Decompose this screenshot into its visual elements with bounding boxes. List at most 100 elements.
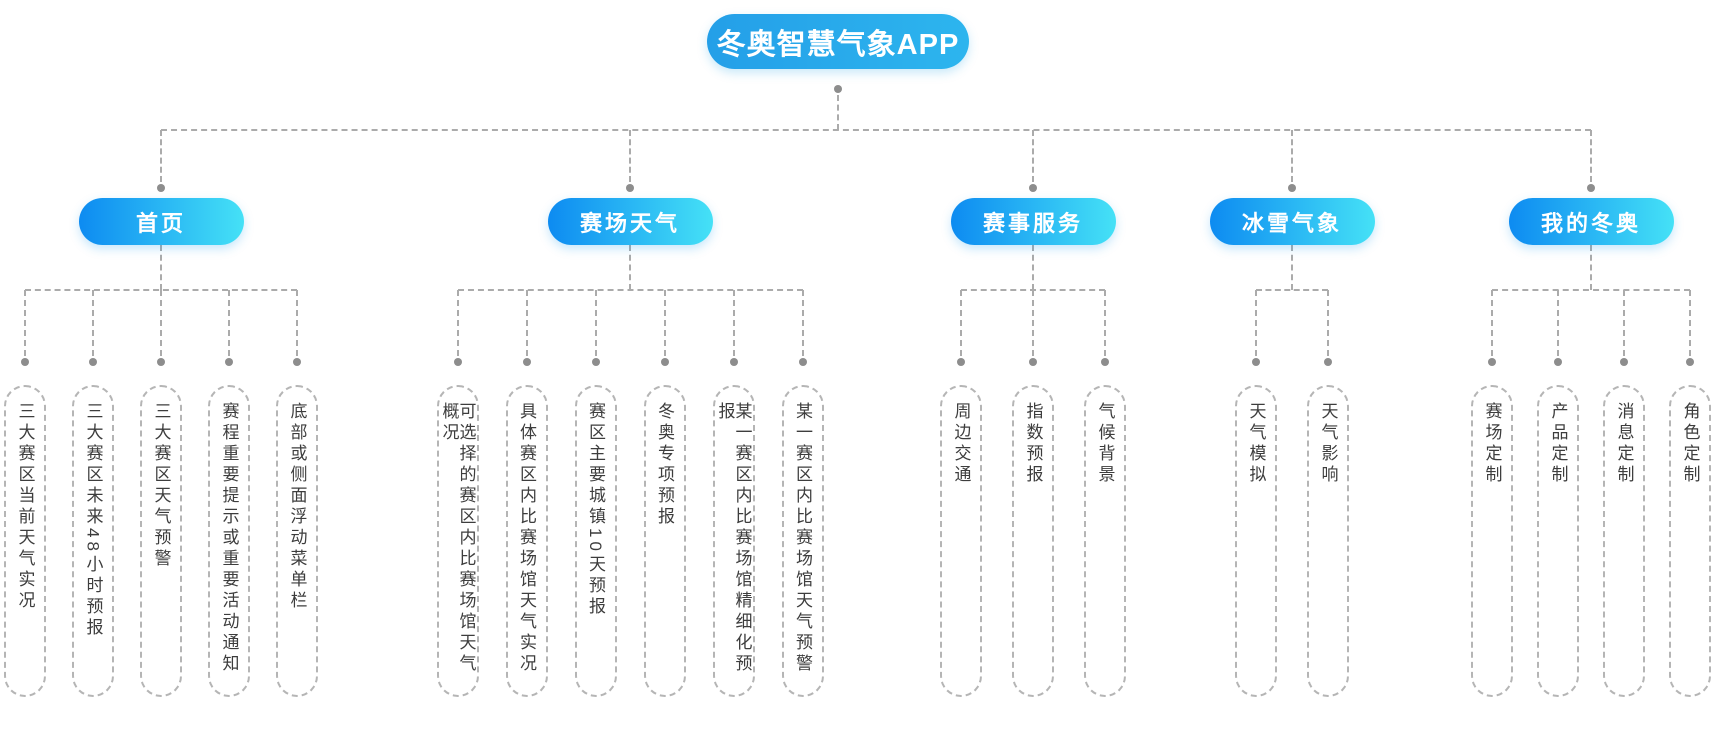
branch-to-leaves-line	[1291, 245, 1293, 290]
leaf-drop-line	[1689, 290, 1691, 356]
leaf-connector-dot	[1620, 358, 1628, 366]
branch-node-label: 首页	[135, 210, 186, 236]
branch-to-leaves-line	[160, 245, 162, 290]
leaf-node-label: 产品定制	[1548, 402, 1568, 486]
leaf-node-1-3[interactable]: 冬奥专项预报	[643, 385, 686, 697]
leaf-node-1-1[interactable]: 具体赛区内比赛场馆天气实况	[505, 385, 548, 697]
leaf-node-label: 可选择的赛区内比赛场馆天气概况	[439, 402, 476, 675]
leaf-node-label: 某一赛区内比赛场馆精细化预报	[715, 402, 752, 675]
leaf-connector-dot	[1324, 358, 1332, 366]
root-connector-dot	[834, 85, 842, 93]
branch-connector-dot	[1587, 184, 1595, 192]
leaf-drop-line	[24, 290, 26, 356]
leaf-node-label: 底部或侧面浮动菜单栏	[287, 402, 307, 612]
leaf-node-0-0[interactable]: 三大赛区当前天气实况	[4, 385, 46, 697]
leaf-node-2-0[interactable]: 周边交通	[940, 385, 982, 697]
leaf-drop-line	[1623, 290, 1625, 356]
leaf-node-4-0[interactable]: 赛场定制	[1471, 385, 1513, 697]
branch-drop-line	[629, 130, 631, 182]
leaf-connector-dot	[798, 358, 807, 366]
leaf-drop-line	[1327, 290, 1329, 356]
leaf-node-0-2[interactable]: 三大赛区天气预警	[140, 385, 182, 697]
leaf-node-label: 气候背景	[1095, 402, 1115, 486]
leaf-node-label: 三大赛区天气预警	[151, 402, 171, 570]
leaf-node-label: 天气模拟	[1246, 402, 1266, 486]
leaf-node-label: 天气影响	[1318, 402, 1338, 486]
leaf-node-label: 某一赛区内比赛场馆天气预警	[793, 402, 812, 675]
root-node[interactable]: 冬奥智慧气象APP	[707, 14, 969, 69]
root-node-label: 冬奥智慧气象APP	[716, 28, 960, 61]
branch-node-3[interactable]: 冰雪气象	[1209, 198, 1375, 245]
branch-node-4[interactable]: 我的冬奥	[1508, 198, 1674, 245]
leaf-node-2-2[interactable]: 气候背景	[1084, 385, 1126, 697]
branch-node-label: 我的冬奥	[1540, 210, 1641, 236]
leaf-drop-line	[960, 290, 962, 356]
leaf-node-label: 三大赛区当前天气实况	[15, 402, 35, 612]
leaf-node-1-0[interactable]: 可选择的赛区内比赛场馆天气概况	[436, 385, 479, 697]
leaf-connector-dot	[1686, 358, 1694, 366]
branch-connector-dot	[1288, 184, 1296, 192]
branch-drop-line	[160, 130, 162, 182]
branch-to-leaves-line	[1032, 245, 1034, 290]
branch-node-2[interactable]: 赛事服务	[950, 198, 1116, 245]
leaf-node-4-1[interactable]: 产品定制	[1537, 385, 1579, 697]
leaf-node-3-1[interactable]: 天气影响	[1307, 385, 1349, 697]
leaf-connector-bus	[457, 289, 803, 291]
leaf-connector-dot	[957, 358, 965, 366]
leaf-connector-dot	[1029, 358, 1037, 366]
leaf-connector-dot	[1101, 358, 1109, 366]
leaf-drop-line	[1255, 290, 1257, 356]
leaf-connector-dot	[89, 358, 97, 366]
branch-connector-dot	[157, 184, 165, 192]
branch-to-leaves-line	[629, 245, 631, 290]
leaf-node-label: 指数预报	[1023, 402, 1043, 486]
branch-node-label: 赛场天气	[579, 210, 680, 236]
leaf-node-label: 角色定制	[1680, 402, 1700, 486]
leaf-drop-line	[92, 290, 94, 356]
branch-drop-line	[1032, 130, 1034, 182]
leaf-drop-line	[525, 290, 528, 356]
branch-to-leaves-line	[1590, 245, 1592, 290]
leaf-node-0-4[interactable]: 底部或侧面浮动菜单栏	[276, 385, 318, 697]
branch-node-1[interactable]: 赛场天气	[547, 198, 713, 245]
leaf-node-1-4[interactable]: 某一赛区内比赛场馆精细化预报	[712, 385, 755, 697]
leaf-connector-dot	[157, 358, 165, 366]
leaf-drop-line	[296, 290, 298, 356]
leaf-drop-line	[1104, 290, 1106, 356]
leaf-drop-line	[801, 290, 804, 356]
branch-node-label: 赛事服务	[982, 210, 1083, 236]
branch-drop-line	[1291, 130, 1293, 182]
leaf-drop-line	[594, 290, 597, 356]
leaf-drop-line	[160, 290, 162, 356]
leaf-node-4-3[interactable]: 角色定制	[1669, 385, 1711, 697]
leaf-node-3-0[interactable]: 天气模拟	[1235, 385, 1277, 697]
leaf-connector-dot	[522, 358, 531, 366]
branch-drop-line	[1590, 130, 1592, 182]
leaf-node-2-1[interactable]: 指数预报	[1012, 385, 1054, 697]
leaf-node-label: 具体赛区内比赛场馆天气实况	[517, 402, 536, 675]
leaf-node-label: 消息定制	[1614, 402, 1634, 486]
leaf-node-0-3[interactable]: 赛程重要提示或重要活动通知	[208, 385, 250, 697]
leaf-node-0-1[interactable]: 三大赛区未来48小时预报	[72, 385, 114, 697]
leaf-drop-line	[663, 290, 666, 356]
leaf-node-1-5[interactable]: 某一赛区内比赛场馆天气预警	[781, 385, 824, 697]
leaf-node-4-2[interactable]: 消息定制	[1603, 385, 1645, 697]
leaf-connector-dot	[1554, 358, 1562, 366]
leaf-connector-dot	[729, 358, 738, 366]
leaf-connector-dot	[225, 358, 233, 366]
leaf-node-label: 冬奥专项预报	[655, 402, 674, 528]
leaf-drop-line	[1557, 290, 1559, 356]
leaf-connector-bus	[1256, 289, 1328, 291]
leaf-connector-dot	[591, 358, 600, 366]
leaf-node-label: 周边交通	[951, 402, 971, 486]
leaf-node-label: 赛场定制	[1482, 402, 1502, 486]
leaf-node-1-2[interactable]: 赛区主要城镇10天预报	[574, 385, 617, 697]
branch-connector-dot	[626, 184, 634, 192]
leaf-drop-line	[228, 290, 230, 356]
leaf-drop-line	[456, 290, 459, 356]
branch-connector-dot	[1029, 184, 1037, 192]
branch-node-0[interactable]: 首页	[78, 198, 244, 245]
leaf-connector-dot	[660, 358, 669, 366]
leaf-connector-dot	[1488, 358, 1496, 366]
